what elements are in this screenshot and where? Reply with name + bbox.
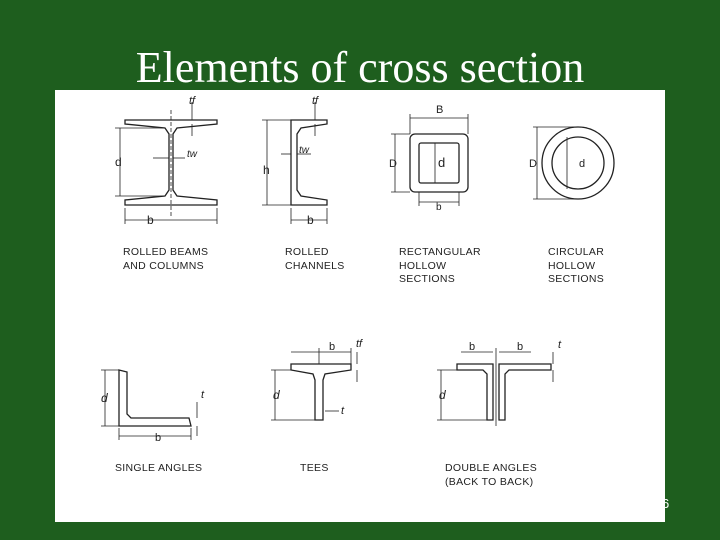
- rhs-B-label: B: [436, 104, 443, 116]
- chs-d-label: d: [579, 158, 585, 170]
- chs-outer: [541, 126, 615, 200]
- single-angle-figure: d t b: [101, 369, 205, 444]
- rhs-b-label: b: [436, 202, 442, 213]
- single-angle-outline: [118, 369, 192, 427]
- chs-inner: [551, 136, 605, 190]
- channel-b-label: b: [307, 213, 314, 227]
- rhs-d-label: d: [438, 155, 445, 170]
- double-angle-b2-label: b: [517, 341, 523, 353]
- tee-figure: b tf d t: [271, 338, 363, 421]
- tee-t-label: t: [341, 405, 345, 417]
- tee-tf-label: tf: [356, 338, 363, 350]
- rhs-D-label: D: [389, 158, 397, 170]
- caption-single-angles: SINGLE ANGLES: [115, 462, 203, 474]
- single-angle-d-label: d: [101, 391, 108, 405]
- slide-title: Elements of cross section: [135, 43, 585, 92]
- rhs-inner: [418, 142, 460, 184]
- single-angle-b-label: b: [155, 432, 161, 444]
- caption-rhs: RECTANGULAR HOLLOW SECTIONS: [399, 246, 481, 285]
- i-beam-figure: tf tw d b: [115, 95, 218, 227]
- double-angle-t-label: t: [558, 339, 562, 351]
- double-angle-right: [498, 363, 552, 421]
- diagram-panel: tf tw d b tf tw h b: [55, 90, 665, 522]
- double-angles-figure: b b t d: [437, 339, 562, 426]
- tee-b-label: b: [329, 341, 335, 353]
- caption-tees: TEES: [300, 462, 329, 474]
- i-beam-tw-label: tw: [187, 149, 198, 160]
- caption-chs: CIRCULAR HOLLOW SECTIONS: [548, 246, 605, 285]
- channel-tw-label: tw: [299, 145, 310, 156]
- double-angle-b1-label: b: [469, 341, 475, 353]
- i-beam-outline: [124, 119, 218, 206]
- caption-rolled-beams: ROLLED BEAMS AND COLUMNS: [123, 246, 209, 272]
- double-angle-left: [456, 363, 494, 421]
- cross-section-diagram: tf tw d b tf tw h b: [101, 95, 615, 444]
- channel-outline: [290, 119, 328, 206]
- caption-double-angles: DOUBLE ANGLES (BACK TO BACK): [445, 462, 538, 488]
- i-beam-b-label: b: [147, 213, 154, 227]
- rhs-outer: [409, 133, 469, 193]
- i-beam-tf-label: tf: [189, 95, 196, 107]
- double-angle-d-label: d: [439, 388, 446, 402]
- single-angle-t-label: t: [201, 389, 205, 401]
- chs-D-label: D: [529, 158, 537, 170]
- rhs-figure: B D d b: [389, 104, 469, 213]
- chs-figure: D d: [529, 126, 615, 200]
- channel-tf-label: tf: [312, 95, 319, 107]
- channel-h-label: h: [263, 163, 270, 177]
- tee-d-label: d: [273, 388, 280, 402]
- tee-outline: [290, 363, 352, 421]
- page-number: 6: [662, 496, 670, 511]
- i-beam-d-label: d: [115, 155, 122, 169]
- channel-figure: tf tw h b: [262, 95, 328, 227]
- caption-rolled-channels: ROLLED CHANNELS: [285, 246, 345, 272]
